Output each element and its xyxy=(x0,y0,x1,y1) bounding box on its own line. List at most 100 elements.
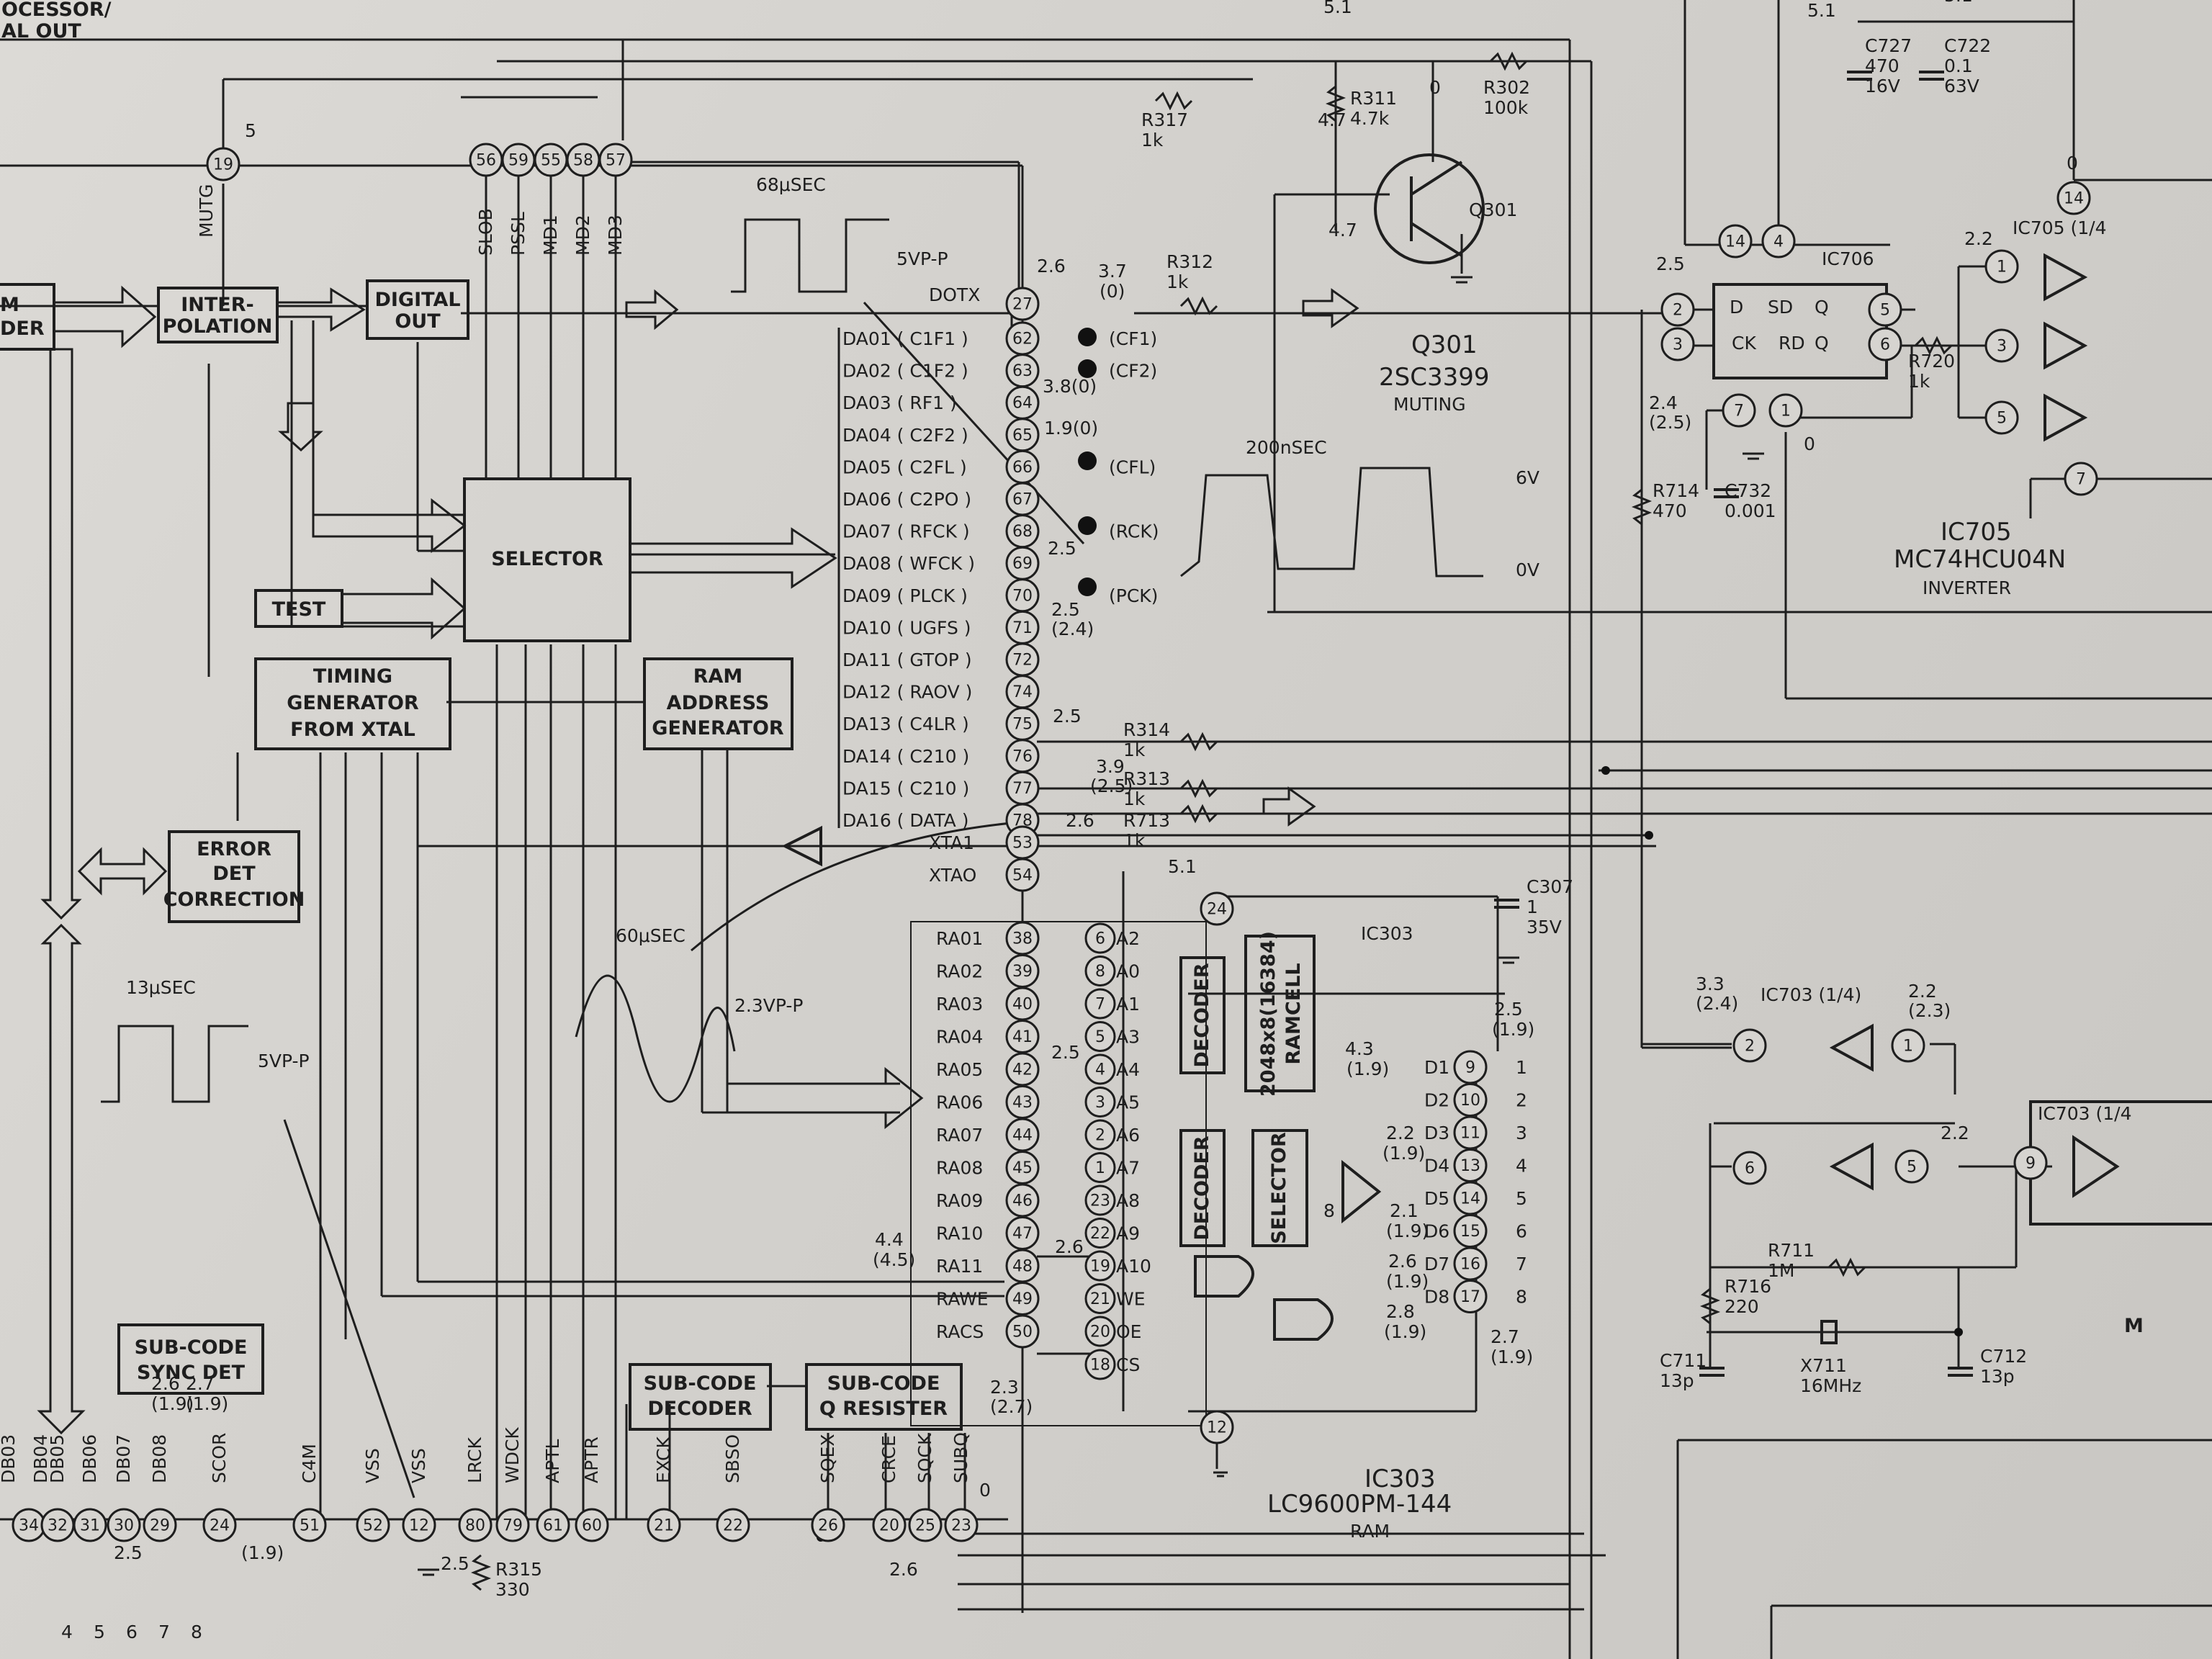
ground-symbols xyxy=(418,276,1764,1576)
q301-transistor-symbol xyxy=(1374,153,1485,264)
voltage-note-56: 5 xyxy=(245,120,256,141)
comp-c727-1: 470 xyxy=(1865,55,1899,76)
bottom-pin-31-2-circle xyxy=(73,1508,107,1542)
bottom-pin-26-15: 26 xyxy=(818,1517,838,1535)
pin-d-17: 17 xyxy=(1460,1288,1480,1306)
bottom-pin-name-DB08-4: DB08 xyxy=(149,1434,170,1483)
ic706-pin-4: 4 xyxy=(1773,233,1784,251)
q301-part: 2SC3399 xyxy=(1379,363,1489,392)
pin-ic303-7: 7 xyxy=(1095,996,1105,1014)
wave-60-vpp: 2.3VP-P xyxy=(734,995,803,1016)
ra-addr-A9: A9 xyxy=(1116,1223,1140,1244)
error-label-2: DET xyxy=(212,863,256,885)
ic303-func: RAM xyxy=(1350,1521,1390,1542)
comp-r311-1: 4.7k xyxy=(1350,108,1390,129)
voltage-note-55: 0 xyxy=(979,1480,991,1501)
pin-da-76: 76 xyxy=(1012,747,1033,765)
d-out-8: 8 xyxy=(1516,1287,1527,1308)
bottom-pin-51-6-circle xyxy=(292,1508,327,1542)
top-pin-56: 56 xyxy=(476,152,496,170)
subcode-decoder-label-1: SUB-CODE xyxy=(644,1372,757,1395)
pin-dotx-circle xyxy=(1005,287,1040,321)
bottom-pin-24-5: 24 xyxy=(210,1517,230,1535)
pin-ra-46: 46 xyxy=(1012,1192,1033,1210)
d-label-D8: D8 xyxy=(1424,1287,1449,1308)
wave-60-label: 60μSEC xyxy=(616,925,685,946)
ic705-func: INVERTER xyxy=(1923,577,2011,598)
subcode-sync-label-2: SYNC DET xyxy=(137,1362,246,1384)
ra-label-RACS: RACS xyxy=(936,1321,984,1342)
ram-address-label-1: RAM xyxy=(693,665,743,688)
bottom-pin-30-3-circle xyxy=(107,1508,141,1542)
comp-c722-2: 63V xyxy=(1944,76,1979,96)
voltage-note-20: 4.3 xyxy=(1345,1038,1374,1059)
ra-addr-A2: A2 xyxy=(1116,928,1140,949)
pin-mutg-circle xyxy=(206,147,240,181)
ic706-pin-5-circle xyxy=(1868,292,1902,327)
bus-width-8: 8 xyxy=(1323,1200,1335,1221)
pin-d-10: 10 xyxy=(1460,1092,1480,1110)
bottom-pin-21-13: 21 xyxy=(654,1517,674,1535)
bottom-pin-52-7: 52 xyxy=(363,1517,383,1535)
xta-label-0: XTA1 xyxy=(929,832,974,853)
ic706-pin-14: 14 xyxy=(1725,233,1745,251)
voltage-note-4: 3.8(0) xyxy=(1043,376,1097,397)
da-label-1: DA01 ( C1F1 ) xyxy=(842,328,968,349)
voltage-note-43: 2.4 xyxy=(1649,392,1678,413)
da-label-3: DA03 ( RF1 ) xyxy=(842,392,957,413)
pin-da-65: 65 xyxy=(1012,426,1033,444)
ic706-pin-1: 1 xyxy=(1781,403,1791,421)
bottom-pin-34-0: 34 xyxy=(19,1517,39,1535)
pin-ic303-3-circle xyxy=(1084,1087,1116,1118)
bottom-pin-name-CRCE-16: CRCE xyxy=(878,1435,899,1483)
pin-ra-42: 42 xyxy=(1012,1061,1033,1079)
da-test-62: (CF1) xyxy=(1109,328,1157,349)
voltage-note-6: 2.5 xyxy=(1048,538,1076,559)
comp-r720-0: R720 xyxy=(1908,351,1955,372)
d-out-4: 4 xyxy=(1516,1156,1527,1177)
voltage-note-2: 3.7 xyxy=(1098,261,1127,282)
da-label-10: DA10 ( UGFS ) xyxy=(842,617,971,638)
top-pin-57-circle xyxy=(598,143,633,177)
subcode-q-label-2: Q RESISTER xyxy=(819,1398,948,1420)
pin-ic303-2: 2 xyxy=(1095,1127,1105,1145)
pin-ic303-19: 19 xyxy=(1090,1258,1110,1276)
voltage-note-25: (1.9) xyxy=(1386,1220,1429,1241)
ra-label-RA01: RA01 xyxy=(936,928,983,949)
left-bus-DB04: DB04 xyxy=(30,1434,51,1483)
pin-mutg: 19 xyxy=(213,156,233,174)
da-label-2: DA02 ( C1F2 ) xyxy=(842,361,968,382)
pin-ra-50: 50 xyxy=(1012,1323,1033,1341)
bottom-pin-60-12: 60 xyxy=(582,1517,602,1535)
ic705-pin-14-circle xyxy=(2056,181,2091,215)
voltage-note-39: 2.5 xyxy=(114,1542,143,1563)
header-line-2: AL OUT xyxy=(1,20,81,42)
xta-label-1: XTAO xyxy=(929,865,976,886)
ramcell-label-2: RAMCELL xyxy=(1282,963,1305,1064)
ram-address-block xyxy=(643,657,793,750)
comp-r315-0: R315 xyxy=(495,1559,542,1580)
pin-ra-47: 47 xyxy=(1012,1225,1033,1243)
voltage-note-12: 2.6 xyxy=(1066,810,1094,831)
ic706-pin-3-circle xyxy=(1660,327,1695,361)
pin-ic303-3: 3 xyxy=(1095,1094,1105,1112)
left-bus-DB03: DB03 xyxy=(0,1434,19,1483)
comp-r317-1: 1k xyxy=(1141,130,1164,150)
bottom-pin-23-18: 23 xyxy=(951,1517,971,1535)
wave-13-vpp: 5VP-P xyxy=(258,1051,310,1071)
ic706-pin-1-circle xyxy=(1768,393,1803,428)
pin-da-64: 64 xyxy=(1012,395,1033,413)
top-pin-name-MD3: MD3 xyxy=(605,215,626,256)
ic303-ref: IC303 xyxy=(1364,1465,1436,1493)
subcode-decoder-label-2: DECODER xyxy=(647,1398,752,1420)
ic706-ref: IC706 xyxy=(1822,248,1874,269)
ic706-q: Q xyxy=(1815,297,1829,318)
pin-ra-49: 49 xyxy=(1012,1290,1033,1308)
ic706-pin-6: 6 xyxy=(1880,336,1890,354)
voltage-note-16: 2.3 xyxy=(990,1377,1019,1398)
interpolation-label-1: INTER- xyxy=(181,294,254,316)
d-out-2: 2 xyxy=(1516,1090,1527,1111)
bottom-pin-60-12-circle xyxy=(575,1508,609,1542)
ra-label-RA05: RA05 xyxy=(936,1059,983,1080)
da-label-14: DA14 ( C210 ) xyxy=(842,746,969,767)
